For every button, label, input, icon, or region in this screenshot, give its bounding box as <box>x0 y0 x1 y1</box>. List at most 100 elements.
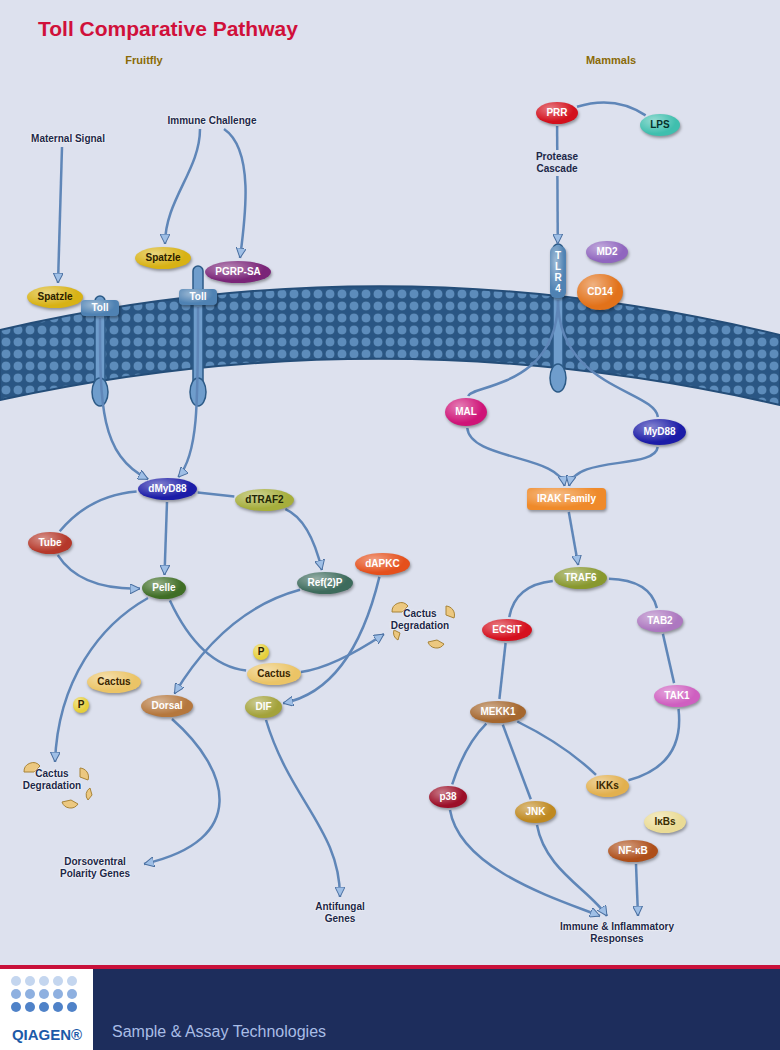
protein-blob: DIF <box>245 696 282 718</box>
signal-arrow <box>301 634 384 672</box>
signal-arrow <box>224 129 246 258</box>
node-text: ECSIT <box>492 624 522 636</box>
protein-blob: TAB2 <box>637 610 683 632</box>
node-text: Spatzle <box>145 252 181 264</box>
node-text: Toll <box>91 302 109 314</box>
signal-arrow <box>58 147 62 283</box>
pathway-connector <box>577 102 646 115</box>
node-text: TAK1 <box>664 690 690 702</box>
receptor-label: Toll <box>179 289 217 305</box>
pathway-connector <box>165 502 168 575</box>
protein-blob: MD2 <box>586 241 628 263</box>
protein-blob: TAK1 <box>654 685 700 707</box>
receptor-label: Toll <box>81 300 119 316</box>
node-text: MyD88 <box>643 426 676 438</box>
fragment <box>86 788 92 800</box>
signal-note: Maternal Signal <box>13 133 123 145</box>
protein-blob: Dorsal <box>141 695 193 717</box>
signal-arrow <box>165 129 200 244</box>
node-text: NF-κB <box>618 845 648 857</box>
outcome-note: Dorsoventral Polarity Genes <box>50 856 140 880</box>
protein-blob: JNK <box>515 801 556 823</box>
node-text: Toll <box>189 291 207 303</box>
section-heading: Mammals <box>571 54 651 66</box>
pathway-connector <box>609 579 657 608</box>
node-text: P <box>73 697 89 713</box>
protein-box: IRAK Family <box>527 488 606 510</box>
logo-dot <box>67 1002 77 1012</box>
fragment <box>428 640 444 648</box>
outcome-note: Immune & Inflammatory Responses <box>547 921 687 945</box>
logo-text: QIAGEN® <box>3 1026 91 1044</box>
node-text: JNK <box>525 806 546 818</box>
logo-dot <box>67 976 77 986</box>
protein-blob: PGRP-SA <box>205 261 271 283</box>
node-text: PGRP-SA <box>215 266 261 278</box>
fragment <box>446 606 455 618</box>
pathway-connector <box>100 318 148 479</box>
receptor-tail <box>550 364 566 392</box>
pathway-connector <box>556 126 559 244</box>
protein-blob: dMyD88 <box>138 478 197 500</box>
footer-band <box>0 969 780 1050</box>
signal-note: Immune Challenge <box>152 115 272 127</box>
signal-arrow <box>55 598 148 762</box>
protein-blob: IκBs <box>644 811 686 833</box>
outcome-note: Cactus Degradation <box>384 608 456 632</box>
pathway-connector <box>175 590 301 694</box>
ligand-blob: Spatzle <box>135 247 191 269</box>
section-heading: Fruitfly <box>104 54 184 66</box>
pathway-arrows <box>55 129 638 916</box>
protein-blob: MyD88 <box>633 419 686 445</box>
logo-dot <box>39 989 49 999</box>
protein-blob: NF-κB <box>608 840 658 862</box>
node-text: IRAK Family <box>537 493 596 505</box>
logo-dot <box>25 976 35 986</box>
node-text: MD2 <box>596 246 618 258</box>
tagline: Sample & Assay Technologies <box>112 1022 372 1042</box>
pathway-connector <box>58 555 140 588</box>
logo-dot <box>25 989 35 999</box>
protein-blob: Tube <box>28 532 72 554</box>
protein-blob: ECSIT <box>482 619 532 641</box>
node-text: P <box>253 644 269 660</box>
node-text: IκBs <box>654 816 676 828</box>
pathway-connector <box>468 300 558 396</box>
protein-blob: CD14 <box>577 274 623 310</box>
signal-arrow <box>266 720 340 897</box>
phosphate-circle: P <box>73 697 89 713</box>
node-text: p38 <box>439 791 457 803</box>
node-text: Tube <box>38 537 62 549</box>
node-text: Pelle <box>152 582 176 594</box>
pathway-connector <box>569 447 658 486</box>
pathway-connector <box>499 643 505 699</box>
logo-dot <box>11 989 21 999</box>
pathway-connector <box>517 722 596 775</box>
logo-panel <box>0 969 93 1050</box>
pathway-connector <box>60 491 137 531</box>
node-text: MEKK1 <box>480 706 516 718</box>
pathway-connector <box>283 577 379 703</box>
pathway-connector <box>558 300 658 417</box>
protein-blob: Pelle <box>142 577 186 599</box>
protein-blob: Cactus <box>247 663 301 685</box>
protein-blob: MEKK1 <box>470 701 526 723</box>
protein-blob: p38 <box>429 786 467 808</box>
outcome-note: Cactus Degradation <box>16 768 88 792</box>
logo-dots <box>11 976 77 1012</box>
logo-dot <box>11 1002 21 1012</box>
protein-blob: dTRAF2 <box>235 489 294 511</box>
protein-blob: IKKs <box>586 775 629 797</box>
node-text: TRAF6 <box>564 572 597 584</box>
outcome-note: Antifungal Genes <box>305 901 375 925</box>
logo-dot <box>25 1002 35 1012</box>
node-text: Ref(2)P <box>307 577 343 589</box>
logo-dot <box>67 989 77 999</box>
node-text: Cactus <box>257 668 291 680</box>
pathway-connector <box>198 492 235 496</box>
node-text: Dorsal <box>151 700 183 712</box>
cell-membrane <box>0 286 780 405</box>
signal-arrow <box>537 825 607 916</box>
